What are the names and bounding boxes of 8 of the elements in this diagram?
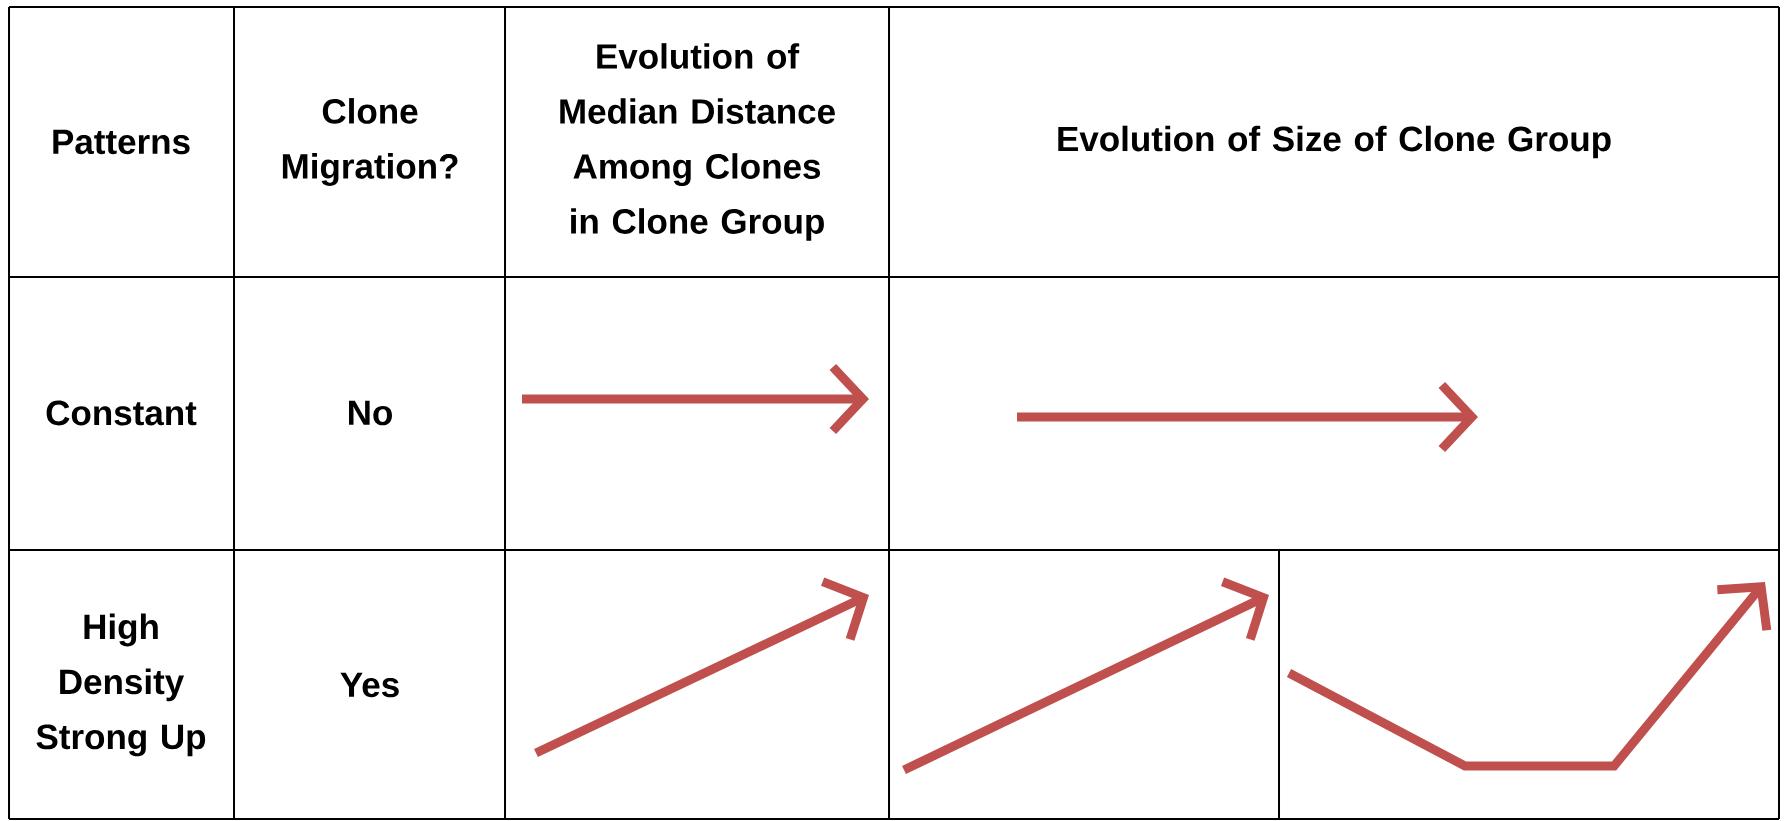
- row-header: Constant: [46, 400, 197, 426]
- column-header: Patterns: [53, 129, 190, 155]
- column-header: Evolution of Size of Clone Group: [1058, 125, 1611, 159]
- column-header: Evolution of Median Distance Among Clones in Clone Group: [560, 43, 835, 241]
- column-header: Clone Migration?: [282, 98, 458, 186]
- row-header: High Density Strong Up: [36, 613, 206, 757]
- cell-text: Yes: [340, 672, 399, 698]
- cell-text: No: [349, 400, 392, 426]
